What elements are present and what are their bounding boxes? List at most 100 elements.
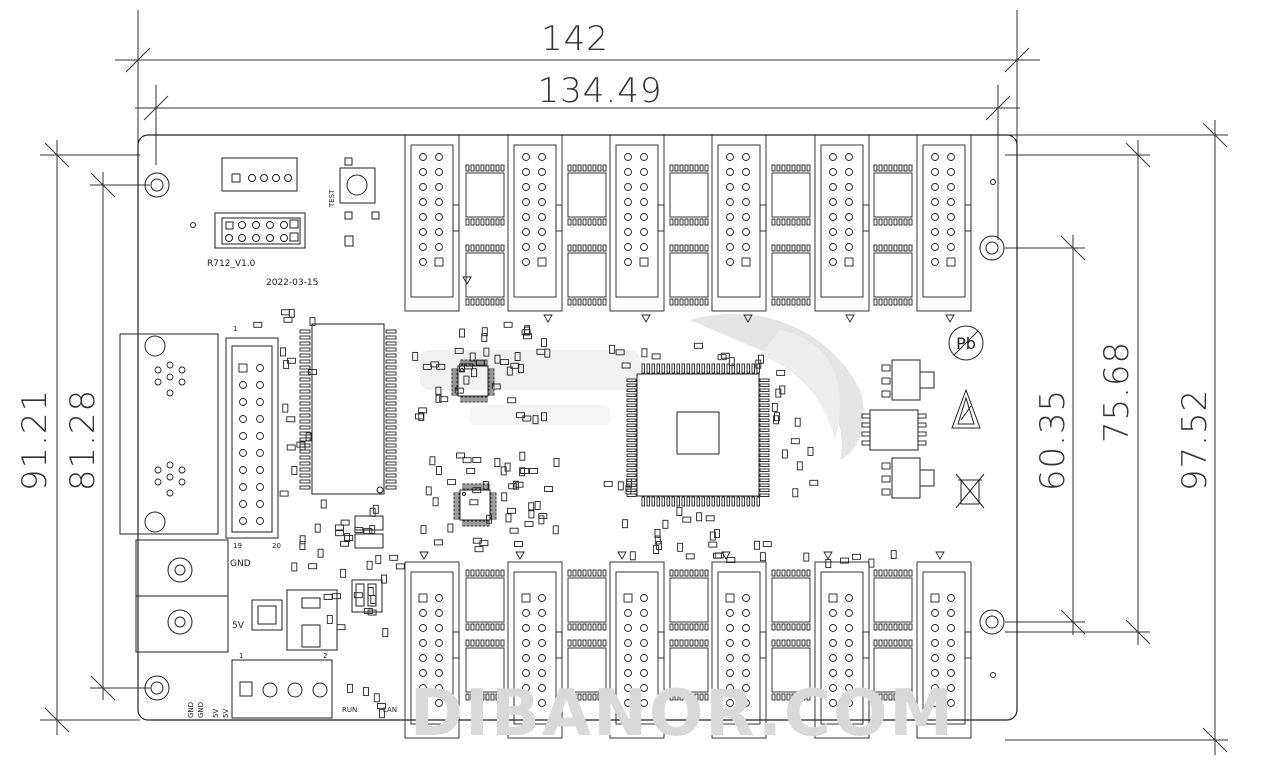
driver-ic-pin	[893, 164, 898, 172]
hub-pin	[742, 228, 750, 236]
fpga-pin	[626, 388, 637, 392]
test-label: TEST	[328, 189, 336, 208]
driver-ic-pin	[791, 218, 796, 226]
smd-part	[773, 415, 780, 425]
driver-ic-pin	[781, 693, 786, 701]
hub-pin	[522, 198, 530, 206]
smd-part	[435, 466, 442, 475]
smd-part	[340, 540, 350, 547]
header-pin	[256, 381, 264, 389]
fpga-pin	[759, 398, 770, 402]
fpga-pin	[759, 473, 770, 477]
hub-pin	[931, 609, 939, 617]
hub-pin	[419, 609, 427, 617]
hub-pin	[419, 684, 427, 692]
hub-pin	[845, 624, 853, 632]
smd-part	[382, 628, 389, 638]
smd-part	[447, 479, 457, 486]
reg-pin	[881, 475, 891, 483]
header-pin	[256, 466, 264, 474]
mem-pin	[385, 407, 397, 412]
fpga-pin	[656, 363, 660, 374]
driver-ic-pin	[597, 298, 602, 306]
dim-width-outer: 142	[541, 19, 609, 59]
fpga-pin	[641, 363, 645, 374]
smd-part	[454, 347, 464, 354]
smd-part	[482, 481, 489, 490]
hub-pin	[419, 198, 427, 206]
terminal-label-3: 5V	[212, 709, 220, 718]
driver-ic-pin	[597, 164, 602, 172]
driver-ic-pin	[796, 218, 801, 226]
smd-part	[253, 321, 263, 328]
header-pin	[239, 381, 247, 389]
smd-part	[603, 480, 613, 487]
driver-ic-pin	[679, 623, 684, 631]
phy-pin	[484, 396, 488, 403]
smd-part	[288, 308, 295, 318]
hub-pin	[845, 684, 853, 692]
smd-part	[713, 552, 722, 559]
hub-pin	[845, 654, 853, 662]
driver-ic-pin	[796, 569, 801, 577]
hub-pin	[522, 654, 530, 662]
driver-ic-pin	[694, 298, 699, 306]
watermark-logo	[420, 313, 864, 460]
hub-pin	[435, 168, 443, 176]
hub-pin	[538, 699, 546, 707]
smd-part	[771, 402, 778, 412]
mem-pin	[299, 407, 311, 412]
driver-ic-pin	[597, 693, 602, 701]
hub-pin	[640, 243, 648, 251]
driver-ic-pin	[577, 639, 582, 647]
hub-pin	[538, 639, 546, 647]
driver-ic	[873, 252, 913, 298]
driver-ic-pin	[908, 623, 913, 631]
header-pin	[256, 517, 264, 525]
reg-pin	[861, 422, 871, 428]
driver-ic-pin	[592, 623, 597, 631]
mem-pin	[385, 389, 397, 394]
fpga-pin	[706, 496, 710, 507]
hub-pin	[742, 684, 750, 692]
hub-pin	[522, 153, 530, 161]
smd-part	[794, 417, 801, 427]
terminal-block	[231, 659, 333, 719]
phy-pin	[451, 372, 458, 376]
fpga-pin	[681, 496, 685, 507]
hub-pin	[435, 609, 443, 617]
driver-ic-pin	[577, 218, 582, 226]
hub-pin	[726, 183, 734, 191]
fpga-pin	[626, 413, 637, 417]
smd-part	[375, 554, 382, 564]
reg-pin	[861, 440, 871, 446]
phy-pin	[451, 384, 458, 388]
hub-pin	[829, 228, 837, 236]
hub-pin	[435, 198, 443, 206]
driver-ic-pin	[893, 244, 898, 252]
hub-pin	[845, 243, 853, 251]
driver-ic-pin	[475, 244, 480, 252]
hub-connector	[507, 134, 563, 312]
hub-pin	[624, 183, 632, 191]
mem-pin	[385, 401, 397, 406]
driver-ic-pin	[480, 623, 485, 631]
driver-ic-pin	[495, 639, 500, 647]
driver-ic-pin	[776, 569, 781, 577]
mem-pin	[385, 437, 397, 442]
smd-part	[503, 321, 513, 328]
driver-ic-pin	[602, 623, 607, 631]
hub-pin	[435, 183, 443, 191]
driver-ic-pin	[786, 693, 791, 701]
mem-pin	[385, 431, 397, 436]
fpga-pin	[746, 363, 750, 374]
hub-pin	[624, 669, 632, 677]
driver-ic-pin	[883, 218, 888, 226]
smd-part	[373, 693, 380, 703]
hub-pin	[726, 639, 734, 647]
driver-ic-pin	[567, 623, 572, 631]
terminal-label-4: 5V	[222, 709, 230, 718]
driver-ic-pin	[791, 623, 796, 631]
fpga-pin	[626, 423, 637, 427]
driver-ic-pin	[796, 244, 801, 252]
